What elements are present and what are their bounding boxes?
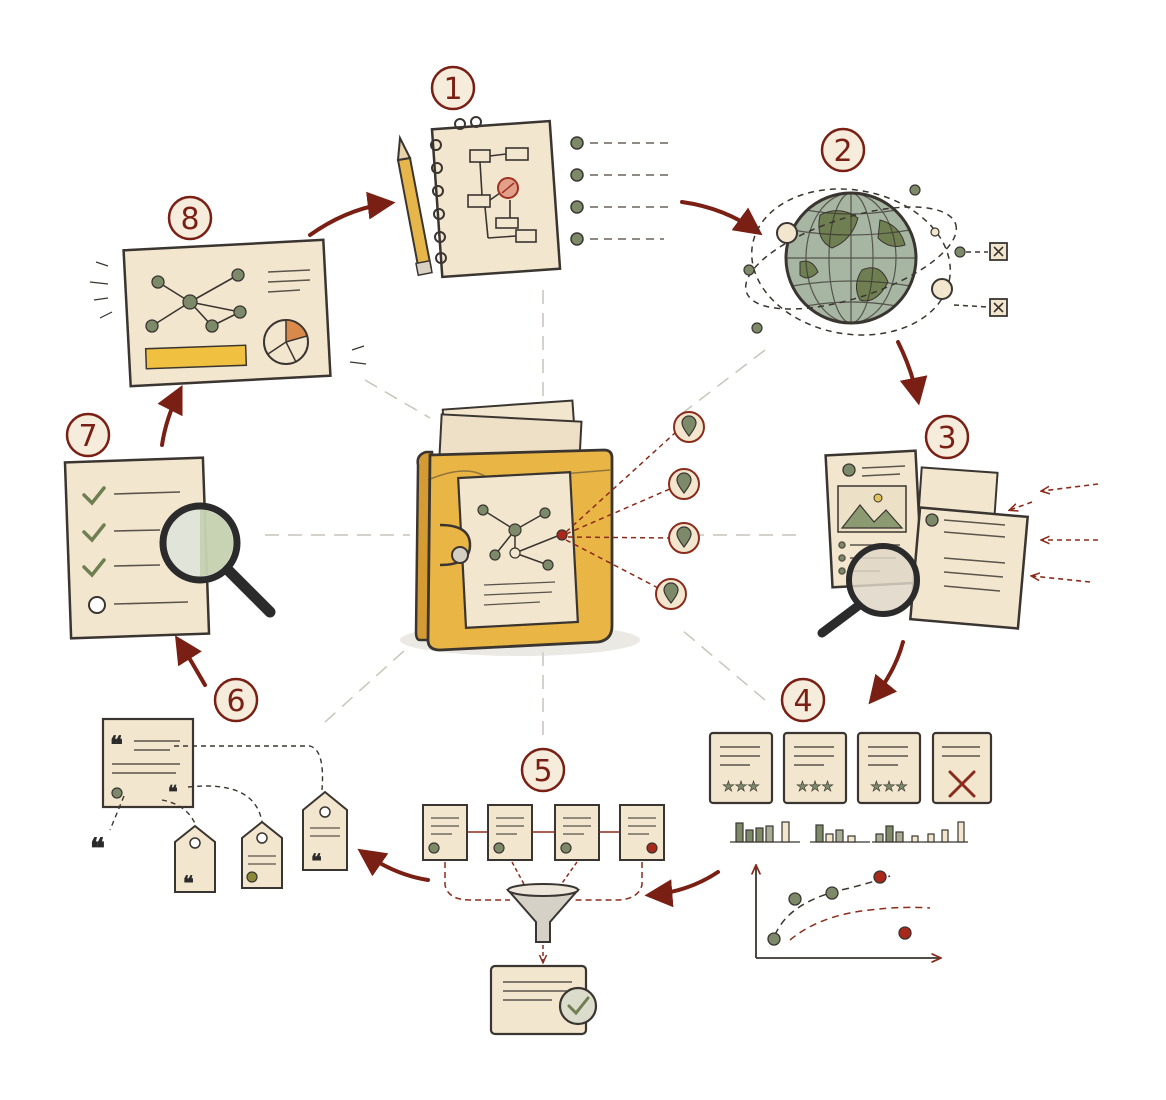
step-badge-3: 3 (924, 414, 970, 460)
pipeline-doc-2 (487, 804, 533, 861)
globe-checkbox-bottom (989, 298, 1008, 317)
step-number-2: 2 (833, 134, 852, 169)
svg-text:★★★: ★★★ (722, 779, 760, 795)
quote-tags-icon: ❝ ❝ ❝ ❝ ❝ (90, 717, 348, 895)
globe-network-icon (743, 184, 1008, 336)
quote-mark-tag-3: ❝ (311, 849, 322, 873)
globe-checkbox-top (989, 242, 1008, 261)
location-pin-1 (673, 411, 705, 443)
quote-mark-card-bottom: ❝ (168, 782, 178, 803)
step-badge-2: 2 (820, 127, 866, 173)
checklist-magnifier-icon (63, 456, 276, 640)
step-badge-1: 1 (430, 65, 476, 111)
tag-2 (241, 820, 283, 889)
step-number-3: 3 (937, 421, 956, 456)
mini-bar-charts (730, 821, 968, 843)
svg-text:★★★: ★★★ (796, 779, 834, 795)
pipeline-filter-icon (422, 804, 665, 1036)
step-number-6: 6 (226, 684, 245, 719)
location-pin-4 (655, 578, 687, 610)
rated-cards-charts-icon: ★★★ ★★★ ★★★ (708, 731, 993, 958)
arrow-5-to-6 (357, 848, 430, 882)
arrow-3-to-4 (868, 640, 905, 705)
step-number-1: 1 (443, 72, 462, 107)
step-number-8: 8 (180, 202, 199, 237)
arrow-2-to-3 (896, 340, 928, 406)
notebook-bullet-list (570, 136, 668, 246)
pipeline-doc-1 (422, 804, 468, 861)
step-number-4: 4 (793, 684, 812, 719)
rejected-card (931, 731, 993, 805)
quote-mark-card-top: ❝ (110, 730, 123, 759)
approved-doc (489, 964, 598, 1036)
pipeline-doc-4 (619, 804, 665, 861)
funnel-icon (505, 883, 581, 943)
step-badge-4: 4 (780, 677, 826, 723)
pencil-icon (396, 134, 433, 277)
scatter-plot (756, 866, 940, 958)
rating-card-3: ★★★ (856, 731, 922, 805)
step-badge-7: 7 (65, 412, 111, 458)
rating-card-1: ★★★ (708, 731, 774, 805)
step-number-5: 5 (533, 754, 552, 789)
notebook-flowchart-icon (396, 116, 668, 279)
svg-text:★★★: ★★★ (870, 779, 908, 795)
arrow-8-to-1 (308, 191, 396, 237)
documents-magnifier-icon (817, 449, 1099, 638)
pipeline-doc-3 (554, 804, 600, 861)
tag-1: ❝ (174, 824, 216, 895)
arrow-4-to-5 (644, 870, 720, 908)
folder-network-icon (400, 399, 705, 656)
location-pin-3 (668, 522, 700, 554)
step-badge-6: 6 (213, 677, 259, 723)
dashboard-report-icon (89, 238, 367, 388)
step-number-7: 7 (78, 419, 97, 454)
rating-card-2: ★★★ (782, 731, 848, 805)
arrow-7-to-8 (157, 384, 183, 447)
radial-guide-lines (265, 290, 800, 740)
tag-3: ❝ (302, 790, 348, 873)
quote-mark-tag-1: ❝ (183, 871, 194, 895)
cycle-arrows (157, 191, 928, 908)
pie-chart-icon (263, 319, 309, 365)
step-badge-5: 5 (520, 747, 566, 793)
quote-mark-loose: ❝ (90, 832, 105, 865)
step-badge-8: 8 (167, 195, 213, 241)
location-pin-2 (668, 468, 700, 500)
arrow-1-to-2 (680, 200, 763, 236)
arrow-6-to-7 (174, 635, 207, 687)
